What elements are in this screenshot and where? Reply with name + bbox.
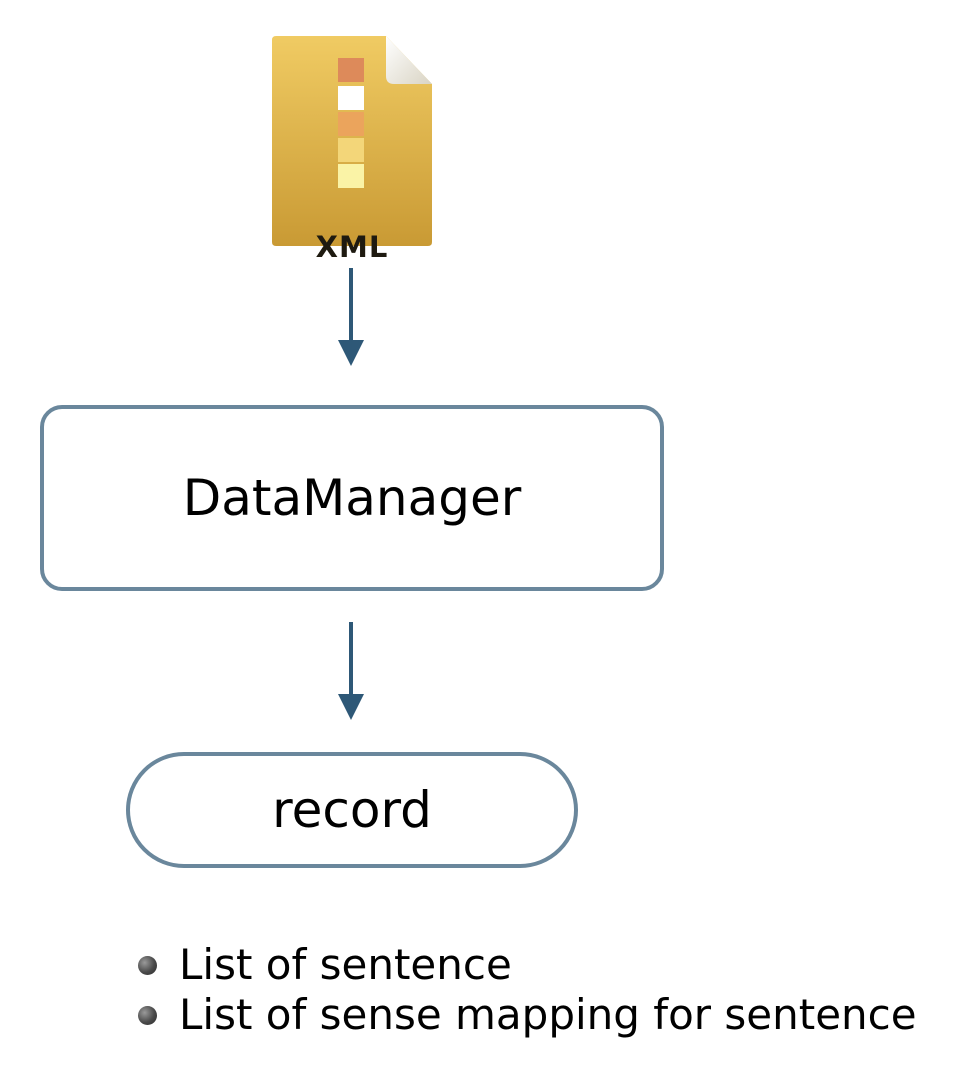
datamanager-node: DataManager <box>40 405 664 591</box>
list-item: List of sentence <box>138 940 917 990</box>
record-contents-list: List of sentence List of sense mapping f… <box>138 940 917 1040</box>
arrow-datamanager-to-record <box>338 622 364 720</box>
xml-label: XML <box>315 230 389 264</box>
list-item-text: List of sense mapping for sentence <box>179 990 917 1039</box>
record-node: record <box>126 752 578 868</box>
xml-file-graphic <box>272 36 432 246</box>
datamanager-label: DataManager <box>182 469 522 527</box>
xml-file-icon: XML <box>270 34 434 264</box>
arrow-xml-to-datamanager <box>338 268 364 366</box>
list-item-text: List of sentence <box>179 940 512 989</box>
record-label: record <box>272 781 432 839</box>
bullet-icon <box>138 955 157 975</box>
bullet-icon <box>138 1005 157 1025</box>
list-item: List of sense mapping for sentence <box>138 990 917 1040</box>
